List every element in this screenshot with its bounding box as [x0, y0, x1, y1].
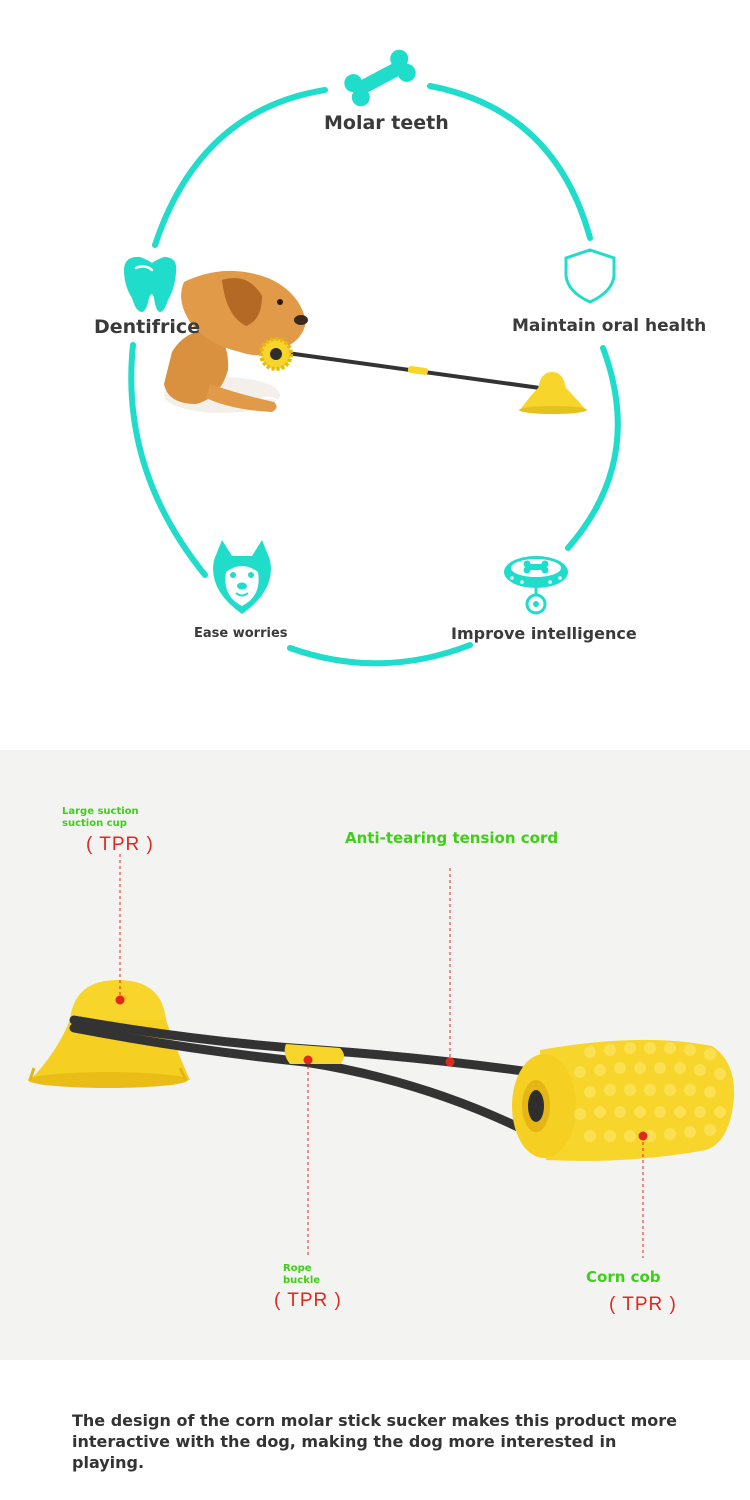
label-corn-cob: Corn cob	[586, 1268, 661, 1286]
features-diagram	[124, 49, 621, 667]
product-description: The design of the corn molar stick sucke…	[72, 1411, 677, 1472]
pointer-lines	[119, 854, 644, 1258]
caption-section	[0, 1360, 750, 1500]
ring-arc-left	[128, 342, 208, 578]
label-suction-cup: Large suction suction cup	[62, 806, 139, 829]
corn-cob-image	[512, 1039, 735, 1161]
dot-rope-buckle	[303, 1055, 313, 1065]
ring-arc-right	[565, 345, 621, 551]
material-rope-buckle: ( TPR )	[274, 1290, 342, 1311]
ring-arc-bottom	[287, 642, 473, 667]
tooth-icon	[124, 256, 177, 312]
feature-improve-intelligence: Improve intelligence	[451, 624, 637, 643]
label-rope-buckle: Rope buckle	[283, 1263, 321, 1286]
material-corn-cob: ( TPR )	[609, 1294, 677, 1315]
feature-maintain-oral-health: Maintain oral health	[512, 316, 707, 336]
shield-icon	[564, 248, 616, 304]
ring-arc-top-right	[427, 83, 593, 241]
feature-molar-teeth: Molar teeth	[324, 112, 449, 134]
product-diagram	[28, 854, 735, 1258]
toy-product-image	[28, 980, 735, 1161]
material-suction-cup: ( TPR )	[86, 834, 154, 855]
feature-ring	[128, 83, 621, 667]
bone-icon	[344, 49, 416, 107]
dot-suction-cup	[115, 995, 125, 1005]
dog-collar-icon	[504, 556, 568, 615]
feature-ease-worries: Ease worries	[194, 626, 288, 641]
tooth-shine	[134, 265, 154, 272]
feature-dentifrice: Dentifrice	[94, 316, 201, 338]
corn-kernels	[574, 1042, 726, 1142]
product-parts-section: Large suction suction cup ( TPR ) Anti-t…	[0, 750, 750, 1360]
shiba-dog-icon	[213, 540, 271, 614]
dot-tension-cord	[445, 1057, 455, 1067]
ring-arc-top-left	[152, 87, 328, 248]
dot-corn-cob	[638, 1131, 648, 1141]
dog-photo	[164, 270, 587, 414]
pointer-dots	[115, 995, 648, 1141]
features-section: Molar teeth Dentifrice Maintain oral hea…	[0, 0, 750, 740]
label-tension-cord: Anti-tearing tension cord	[345, 829, 559, 847]
